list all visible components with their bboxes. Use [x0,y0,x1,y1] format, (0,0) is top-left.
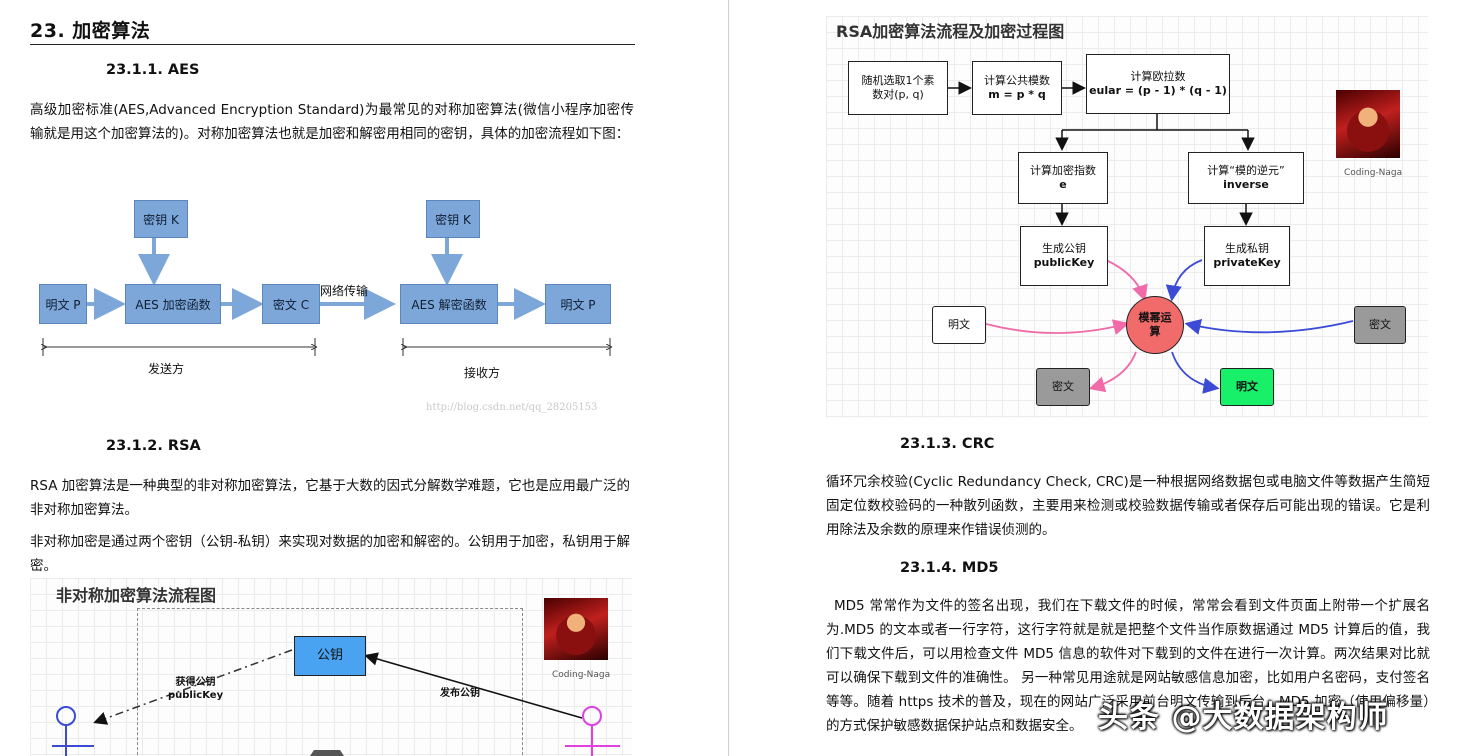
step-mod-inverse: 计算“模的逆元”inverse [1188,152,1304,204]
get-public-key-label: 获得公钥 publicKey [168,676,223,702]
toutiao-watermark: 头条 @大数据架构师 [1098,700,1389,735]
step-euler-line2: eular = (p - 1) * (q - 1) [1089,84,1227,97]
public-key-node: 公钥 [294,636,366,676]
rsa-paragraph-1: RSA 加密算法是一种典型的非对称加密算法，它基于大数的因式分解数学难题，它也是… [30,478,630,518]
avatar-credit: Coding-Naga [552,670,611,680]
publish-public-key-label: 发布公钥 [440,688,480,699]
chapter-heading: 23. 加密算法 [30,20,151,42]
aes-decrypt-function: AES 解密函数 [400,284,498,324]
rsa-process-title: RSA加密算法流程及加密过程图 [836,22,1065,41]
ciphertext-input: 密文 [1354,306,1406,344]
avatar-image [544,598,608,660]
plaintext-p-receiver: 明文 P [545,284,611,324]
avatar-credit-right: Coding-Naga [1344,168,1403,178]
plaintext-output: 明文 [1220,368,1274,406]
blog-url-watermark: http://blog.csdn.net/qq_28205153 [426,402,598,413]
aes-encrypt-function: AES 加密函数 [125,284,221,324]
step-public-modulus-line1: 计算公共模数 [984,74,1050,87]
rsa-flow-arrows [947,81,1354,394]
step-encryption-exponent-line1: 计算加密指数 [1030,164,1096,177]
modular-exponentiation-label: 模幂运算 [1138,311,1172,338]
asymmetric-flow-diagram: 非对称加密算法流程图 公钥 获得公钥 publicKey 发布公钥 Coding… [30,578,632,756]
asymmetric-arrows [52,649,620,756]
step-random-primes-line2: 数对(p, q) [872,88,924,101]
section-title-md5: 23.1.4. MD5 [900,560,999,576]
generate-private-key-line1: 生成私钥 [1225,242,1269,255]
heading-rule [30,44,635,45]
section-title-rsa: 23.1.2. RSA [106,438,201,454]
get-public-key-cn: 获得公钥 [175,677,216,688]
aes-arrows [30,238,640,356]
generate-public-key-line2: publicKey [1033,256,1095,269]
generate-public-key-line1: 生成公钥 [1041,242,1086,255]
ciphertext-c: 密文 C [262,284,320,324]
aes-diagram: 密钥 K 密钥 K 明文 P AES 加密函数 密文 C 网络传输 AES 解密… [30,190,640,420]
key-k-sender: 密钥 K [134,200,188,238]
modular-exponentiation-node: 模幂运算 [1126,296,1184,354]
step-public-modulus-line2: m = p * q [988,88,1046,101]
md5-paragraph: MD5 常常作为文件的签名出现，我们在下载文件的时候，常常会看到文件页面上附带一… [826,598,1430,734]
step-euler-line1: 计算欧拉数 [1130,70,1186,83]
asymmetric-diagram-title: 非对称加密算法流程图 [56,586,217,605]
rsa-process-diagram: RSA加密算法流程及加密过程图 随机选取1个素数对(p, q) [826,16,1428,418]
avatar-image-right [1336,90,1400,158]
step-mod-inverse-line2: inverse [1223,178,1269,191]
step-random-primes: 随机选取1个素数对(p, q) [848,61,948,115]
plaintext-input: 明文 [932,306,986,344]
rsa-paragraph-2: 非对称加密是通过两个密钥（公钥-私钥）来实现对数据的加密和解密的。公钥用于加密，… [30,534,630,574]
key-k-receiver: 密钥 K [426,200,480,238]
step-random-primes-line1: 随机选取1个素 [861,74,935,87]
get-public-key-en: publicKey [168,690,224,701]
section-title-aes: 23.1.1. AES [106,62,200,78]
generate-private-key-line2: privateKey [1213,256,1281,269]
ciphertext-output: 密文 [1036,368,1090,406]
network-transfer-label: 网络传输 [320,284,369,298]
sender-label: 发送方 [148,362,185,376]
aes-paragraph: 高级加密标准(AES,Advanced Encryption Standard)… [30,102,634,142]
dashed-boundary [137,608,523,756]
crc-paragraph: 循环冗余校验(Cyclic Redundancy Check, CRC)是一种根… [826,474,1430,538]
step-mod-inverse-line1: 计算“模的逆元” [1207,164,1285,177]
step-encryption-exponent-line2: e [1059,178,1067,191]
page-divider [728,0,729,756]
section-title-crc: 23.1.3. CRC [900,436,995,452]
receiver-label: 接收方 [464,366,501,380]
plaintext-p-sender: 明文 P [39,284,87,324]
